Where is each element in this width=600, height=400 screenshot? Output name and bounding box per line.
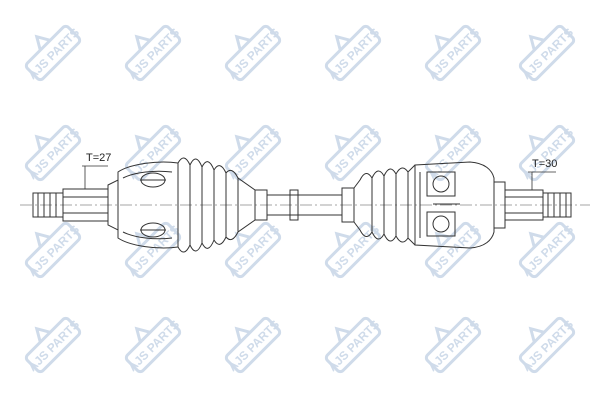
left-spline-stub (32, 179, 119, 231)
right-spline-stub (494, 181, 572, 229)
label-leaders (82, 165, 556, 190)
right-thread-label: T=30 (532, 158, 558, 170)
center-shaft (267, 189, 342, 221)
left-boot (177, 157, 268, 253)
right-cv-joint (414, 161, 495, 249)
left-thread-label: T=27 (86, 152, 112, 164)
right-boot (341, 164, 416, 246)
